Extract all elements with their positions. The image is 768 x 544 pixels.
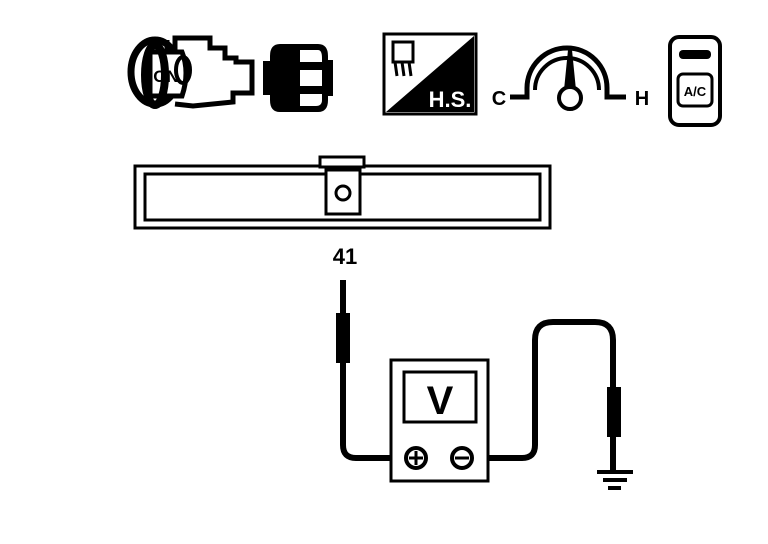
electrical-connector-icon — [263, 44, 333, 112]
hs-label: H.S. — [429, 87, 472, 112]
ac-switch-icon: A/C — [668, 35, 722, 127]
positive-terminal-icon — [404, 446, 428, 470]
voltmeter-label: V — [427, 379, 454, 423]
positive-test-lead — [336, 280, 416, 461]
hs-icon: H.S. — [382, 32, 478, 116]
gauge-hot-label: H — [635, 88, 649, 110]
negative-terminal-icon — [450, 446, 474, 470]
gauge-cold-label: C — [492, 88, 506, 110]
temperature-gauge-icon: C H — [492, 45, 649, 111]
voltmeter: V — [389, 358, 490, 483]
ac-label: A/C — [684, 84, 707, 99]
engine-icon — [141, 35, 255, 109]
terminal-number: 41 — [333, 244, 357, 269]
negative-test-lead — [462, 319, 621, 470]
ground-icon — [597, 470, 633, 490]
harness-connector — [133, 155, 552, 230]
